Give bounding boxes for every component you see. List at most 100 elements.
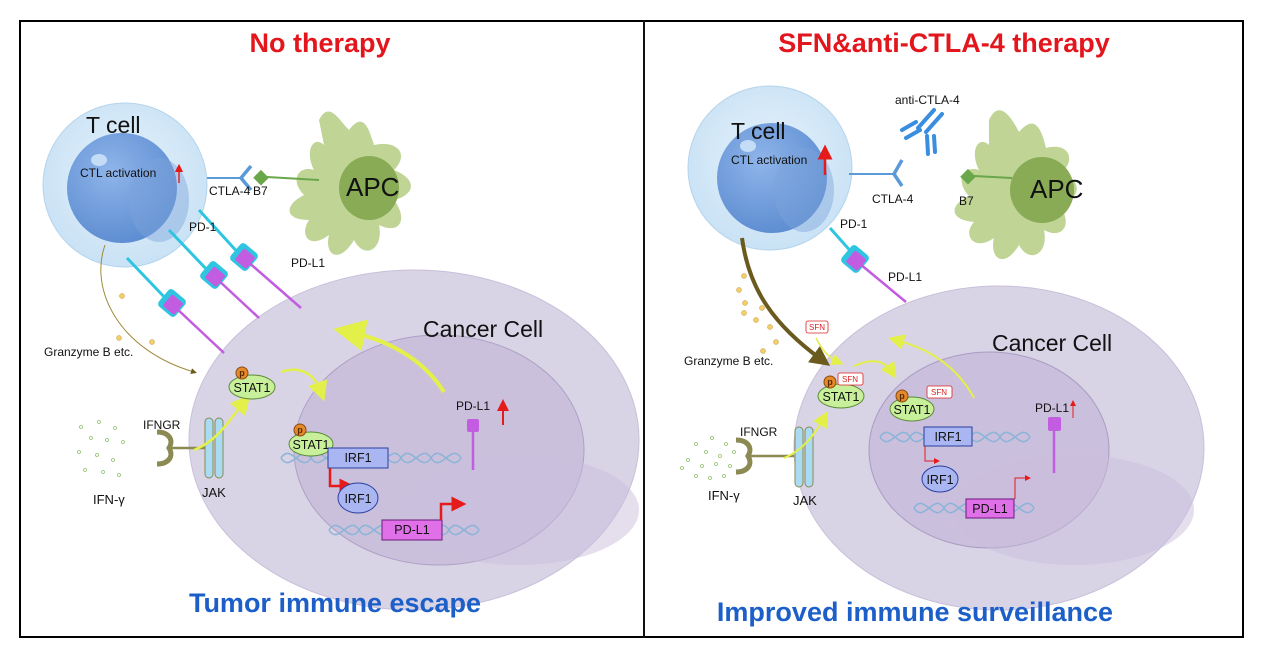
apc-label: APC	[1030, 174, 1083, 204]
nuclear-import-arrow	[280, 368, 328, 402]
t-cell-label: T cell	[86, 112, 141, 138]
stat1-cytoplasm-label: STAT1	[822, 390, 859, 404]
apc-cell	[289, 111, 411, 255]
ctl-activation-label: CTL activation	[731, 153, 807, 167]
pdl1-membrane-label: PD-L1	[291, 256, 325, 270]
irf1-gene-label: IRF1	[934, 430, 961, 444]
pd1-label: PD-1	[189, 220, 217, 234]
t-cell	[687, 85, 853, 251]
panel-footer: Tumor immune escape	[189, 588, 481, 618]
ifngr-label: IFNGR	[143, 418, 181, 432]
cancer-cell-label: Cancer Cell	[992, 330, 1112, 356]
ctl-activation-label: CTL activation	[80, 166, 156, 180]
pdl1-membrane-label: PD-L1	[888, 270, 922, 284]
apc-cell	[954, 110, 1077, 260]
granzyme-granules	[736, 273, 779, 354]
ctla4-label: CTLA-4	[872, 192, 914, 206]
ifngr-receptor-icon	[735, 437, 753, 475]
stat1-nuclear-label: STAT1	[292, 438, 329, 452]
svg-text:p: p	[827, 377, 833, 387]
anti-ctla4-label: anti-CTLA-4	[895, 93, 960, 107]
jak-icon	[204, 417, 224, 479]
jak-label: JAK	[202, 485, 226, 500]
signal-arrow	[193, 394, 251, 452]
granzyme-granules	[116, 293, 155, 345]
ifn-gamma-label: IFN-γ	[708, 488, 740, 503]
pdl1-gene-label: PD-L1	[394, 523, 429, 537]
signal-arrow	[783, 411, 828, 459]
pdl1-internal-icon	[467, 419, 479, 432]
ifn-gamma-label: IFN-γ	[93, 492, 125, 507]
pdl1-gene-box	[381, 519, 443, 541]
stat1-nuclear-label: STAT1	[893, 403, 930, 417]
svg-text:SFN: SFN	[809, 323, 825, 332]
panel-divider	[643, 20, 645, 638]
pdl1-gene-box	[965, 498, 1015, 519]
granzyme-arrow	[740, 237, 831, 366]
pdl1-export-arrow	[333, 319, 446, 394]
granzyme-label: Granzyme B etc.	[44, 345, 133, 359]
irf1-protein-icon	[921, 465, 959, 493]
pdl1-export-arrow	[888, 334, 975, 399]
transcription-arrow	[328, 468, 355, 494]
pdl1-internal-label: PD-L1	[456, 399, 490, 413]
transcription-arrow	[924, 446, 940, 464]
pdl1-gene-label: PD-L1	[972, 502, 1007, 516]
irf1-protein-icon	[337, 482, 379, 514]
ifn-gamma-molecules	[77, 420, 125, 477]
t-cell-label: T cell	[731, 118, 786, 144]
pd1-pdl1-complexes	[125, 208, 302, 354]
svg-text:p: p	[297, 425, 303, 435]
svg-text:p: p	[239, 368, 245, 378]
svg-text:SFN: SFN	[842, 375, 858, 384]
stat1-cytoplasm-icon	[228, 374, 276, 400]
transcription-arrow	[1014, 475, 1031, 499]
svg-text:p: p	[899, 391, 905, 401]
sfn-badge	[926, 385, 953, 399]
irf1-gene-label: IRF1	[344, 451, 371, 465]
svg-text:SFN: SFN	[931, 388, 947, 397]
granzyme-arrow	[100, 244, 197, 375]
ctla4-receptor-icon	[238, 164, 253, 192]
apc-label: APC	[346, 172, 399, 202]
pdl1-internal-label: PD-L1	[1035, 401, 1069, 415]
ctla4-receptor-icon	[891, 159, 904, 187]
phospho-icon	[823, 375, 837, 389]
panel-footer: Improved immune surveillance	[717, 597, 1113, 627]
irf1-protein-label: IRF1	[344, 492, 371, 506]
pd1-pdl1-complex	[828, 227, 907, 303]
figure-frame	[19, 20, 1244, 638]
sfn-badge	[805, 320, 829, 334]
sfn-badge	[837, 372, 864, 386]
ctla4-label: CTLA-4	[209, 184, 251, 198]
pdl1-internal-icon	[1048, 417, 1061, 431]
irf1-gene-box	[327, 447, 389, 469]
transcription-arrow	[439, 496, 467, 520]
stat1-nuclear-icon	[288, 431, 334, 457]
b7-label: B7	[253, 184, 268, 198]
panel-no-therapy: No therapy Cancer Cell APC T cell CTL ac…	[42, 28, 640, 618]
b7-ligand-icon	[253, 169, 269, 186]
ifngr-receptor-icon	[156, 429, 174, 467]
ifngr-label: IFNGR	[740, 425, 778, 439]
irf1-gene-box	[923, 426, 973, 447]
nuclear-import-arrow	[853, 360, 897, 379]
ifn-gamma-molecules	[680, 436, 736, 480]
cancer-cell	[188, 269, 640, 611]
panel-sfn-therapy: SFN&anti-CTLA-4 therapy Cancer Cell APC …	[680, 28, 1205, 627]
granzyme-label: Granzyme B etc.	[684, 354, 773, 368]
stat1-nuclear-icon	[889, 396, 935, 422]
phospho-icon	[895, 389, 909, 403]
pd1-label: PD-1	[840, 217, 868, 231]
stat1-cytoplasm-label: STAT1	[233, 381, 270, 395]
b7-label: B7	[959, 194, 974, 208]
jak-icon	[794, 426, 814, 488]
panel-title: SFN&anti-CTLA-4 therapy	[778, 28, 1110, 58]
sfn-arrow	[815, 337, 844, 366]
jak-label: JAK	[793, 493, 817, 508]
antibody-icon	[900, 108, 944, 156]
t-cell	[42, 102, 208, 268]
phospho-icon	[293, 423, 307, 437]
cancer-cell-label: Cancer Cell	[423, 316, 543, 342]
phospho-icon	[235, 366, 249, 380]
